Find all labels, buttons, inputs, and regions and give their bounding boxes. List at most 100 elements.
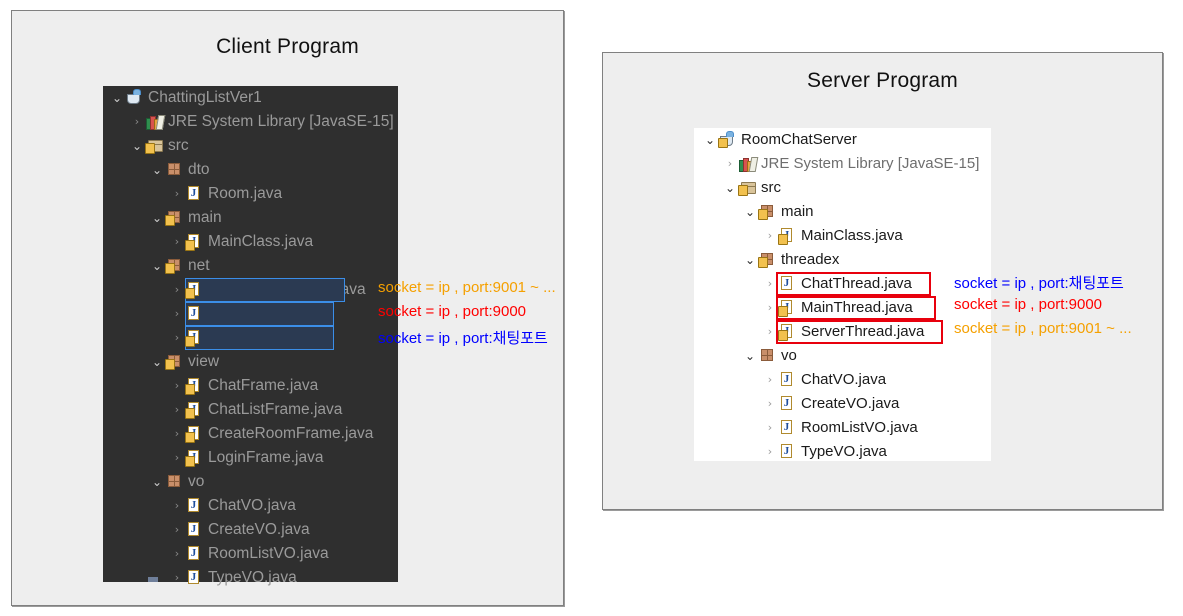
tree-row-label: src bbox=[761, 179, 781, 196]
tree-row-label: RoomListVO.java bbox=[801, 419, 918, 436]
chevron-right-icon[interactable]: › bbox=[767, 325, 773, 338]
tree-row[interactable]: ›TypeVO.java bbox=[694, 440, 991, 464]
tree-row[interactable]: › ServerThread.java bbox=[694, 320, 991, 344]
tree-row-label: ChatThread.java bbox=[801, 275, 912, 292]
java-file-icon bbox=[185, 497, 203, 515]
tree-row[interactable]: ⌄ src bbox=[694, 176, 991, 200]
chevron-right-icon[interactable]: › bbox=[174, 523, 180, 536]
chevron-down-icon[interactable]: ⌄ bbox=[131, 139, 143, 153]
chevron-down-icon[interactable]: ⌄ bbox=[744, 205, 756, 219]
server-project-tree[interactable]: ⌄RoomChatServer›JRE System Library [Java… bbox=[694, 128, 991, 461]
tree-row[interactable]: › MainClass.java bbox=[694, 224, 991, 248]
tree-row-label: JRE System Library [JavaSE-15] bbox=[168, 113, 394, 130]
chevron-right-icon[interactable]: › bbox=[174, 451, 180, 464]
chevron-right-icon[interactable]: › bbox=[174, 427, 180, 440]
chevron-right-icon[interactable]: › bbox=[134, 115, 140, 128]
tree-row[interactable]: ›LoginFrame.java bbox=[103, 446, 398, 470]
tree-row[interactable]: › CreateVO.java bbox=[694, 392, 991, 416]
source-folder-icon bbox=[738, 179, 756, 197]
chevron-right-icon[interactable]: › bbox=[767, 229, 773, 242]
java-file-locked-icon bbox=[185, 329, 203, 347]
chevron-right-icon[interactable]: › bbox=[174, 547, 180, 560]
chevron-right-icon[interactable]: › bbox=[727, 157, 733, 170]
chevron-down-icon[interactable]: ⌄ bbox=[151, 475, 163, 489]
java-file-locked-icon bbox=[778, 323, 796, 341]
chevron-right-icon[interactable]: › bbox=[174, 571, 180, 584]
chevron-right-icon[interactable]: › bbox=[174, 379, 180, 392]
tree-row[interactable]: ›ReadClassThread.java bbox=[103, 278, 398, 302]
jre-library-icon bbox=[145, 113, 166, 131]
tree-row-label: MainClass.java bbox=[801, 227, 903, 244]
tree-row[interactable]: ⌄src bbox=[103, 134, 398, 158]
tree-row[interactable]: ⌄ vo bbox=[103, 470, 398, 494]
chevron-right-icon[interactable]: › bbox=[767, 277, 773, 290]
tree-row[interactable]: ›ChatVO.java bbox=[103, 494, 398, 518]
chevron-down-icon[interactable]: ⌄ bbox=[151, 259, 163, 273]
horizontal-scrollbar-thumb[interactable] bbox=[148, 577, 158, 582]
tree-row-label: main bbox=[188, 209, 222, 226]
tree-row[interactable]: › ChatVO.java bbox=[694, 368, 991, 392]
tree-row[interactable]: › MainClass.java bbox=[103, 230, 398, 254]
chevron-right-icon[interactable]: › bbox=[767, 373, 773, 386]
tree-row-label: ChatVO.java bbox=[801, 371, 887, 388]
tree-row[interactable]: ›ChatListFrame.java bbox=[103, 398, 398, 422]
chevron-right-icon[interactable]: › bbox=[174, 331, 180, 344]
tree-row-label: RoomListVO.java bbox=[208, 545, 329, 562]
tree-row[interactable]: ⌄ main bbox=[103, 206, 398, 230]
tree-row-label: vo bbox=[188, 473, 205, 490]
tree-row[interactable]: ›JRE System Library [JavaSE-15] bbox=[694, 152, 991, 176]
tree-row[interactable]: ›CreateVO.java bbox=[103, 518, 398, 542]
chevron-right-icon[interactable]: › bbox=[174, 499, 180, 512]
package-icon bbox=[758, 347, 776, 365]
tree-row[interactable]: ›TypeVO.java bbox=[103, 566, 398, 590]
client-project-tree[interactable]: ⌄ChattingListVer1 › JRE System Library [Ja… bbox=[103, 86, 398, 586]
annotation-text: socket = ip , port:채팅포트 bbox=[378, 330, 548, 347]
chevron-down-icon[interactable]: ⌄ bbox=[111, 91, 123, 105]
tree-row[interactable]: ⌄dto bbox=[103, 158, 398, 182]
java-file-icon bbox=[778, 371, 796, 389]
tree-row[interactable]: ⌄view bbox=[103, 350, 398, 374]
tree-row[interactable]: › CreateRoomFrame.java bbox=[103, 422, 398, 446]
chevron-right-icon[interactable]: › bbox=[767, 397, 773, 410]
java-file-locked-icon bbox=[185, 233, 203, 251]
tree-row-label: CreateVO.java bbox=[801, 395, 900, 412]
tree-row[interactable]: › MainThread.java bbox=[694, 296, 991, 320]
tree-row[interactable]: ›WriteClass.java bbox=[103, 326, 398, 350]
chevron-right-icon[interactable]: › bbox=[767, 421, 773, 434]
chevron-down-icon[interactable]: ⌄ bbox=[704, 133, 716, 147]
tree-row-label: MainThread.java bbox=[801, 299, 913, 316]
tree-row[interactable]: ›ReadThread.java bbox=[103, 302, 398, 326]
chevron-right-icon[interactable]: › bbox=[174, 187, 180, 200]
tree-row[interactable]: › RoomListVO.java bbox=[103, 542, 398, 566]
chevron-down-icon[interactable]: ⌄ bbox=[724, 181, 736, 195]
tree-row[interactable]: ⌄net bbox=[103, 254, 398, 278]
chevron-right-icon[interactable]: › bbox=[174, 307, 180, 320]
chevron-down-icon[interactable]: ⌄ bbox=[744, 349, 756, 363]
tree-row[interactable]: › JRE System Library [JavaSE-15] bbox=[103, 110, 398, 134]
tree-row[interactable]: ⌄vo bbox=[694, 344, 991, 368]
tree-row-label: CreateRoomFrame.java bbox=[208, 425, 374, 442]
chevron-right-icon[interactable]: › bbox=[767, 445, 773, 458]
chevron-down-icon[interactable]: ⌄ bbox=[151, 211, 163, 225]
tree-row-label: main bbox=[781, 203, 814, 220]
tree-row[interactable]: › ChatThread.java bbox=[694, 272, 991, 296]
tree-row-label: Room.java bbox=[208, 185, 283, 202]
annotation-text: socket = ip , port:9000 bbox=[954, 296, 1103, 313]
tree-row-label: ServerThread.java bbox=[801, 323, 925, 340]
tree-row[interactable]: ›ChatFrame.java bbox=[103, 374, 398, 398]
chevron-right-icon[interactable]: › bbox=[767, 301, 773, 314]
annotation-text: socket = ip , port:9001 ~ ... bbox=[378, 279, 556, 296]
chevron-right-icon[interactable]: › bbox=[174, 403, 180, 416]
tree-row[interactable]: ⌄ChattingListVer1 bbox=[103, 86, 398, 110]
chevron-down-icon[interactable]: ⌄ bbox=[151, 163, 163, 177]
tree-row[interactable]: ⌄ main bbox=[694, 200, 991, 224]
tree-row-label: MainClass.java bbox=[208, 233, 314, 250]
chevron-right-icon[interactable]: › bbox=[174, 283, 180, 296]
tree-row[interactable]: ⌄RoomChatServer bbox=[694, 128, 991, 152]
tree-row[interactable]: ⌄threadex bbox=[694, 248, 991, 272]
tree-row[interactable]: › RoomListVO.java bbox=[694, 416, 991, 440]
chevron-down-icon[interactable]: ⌄ bbox=[151, 355, 163, 369]
tree-row[interactable]: › Room.java bbox=[103, 182, 398, 206]
chevron-down-icon[interactable]: ⌄ bbox=[744, 253, 756, 267]
chevron-right-icon[interactable]: › bbox=[174, 235, 180, 248]
